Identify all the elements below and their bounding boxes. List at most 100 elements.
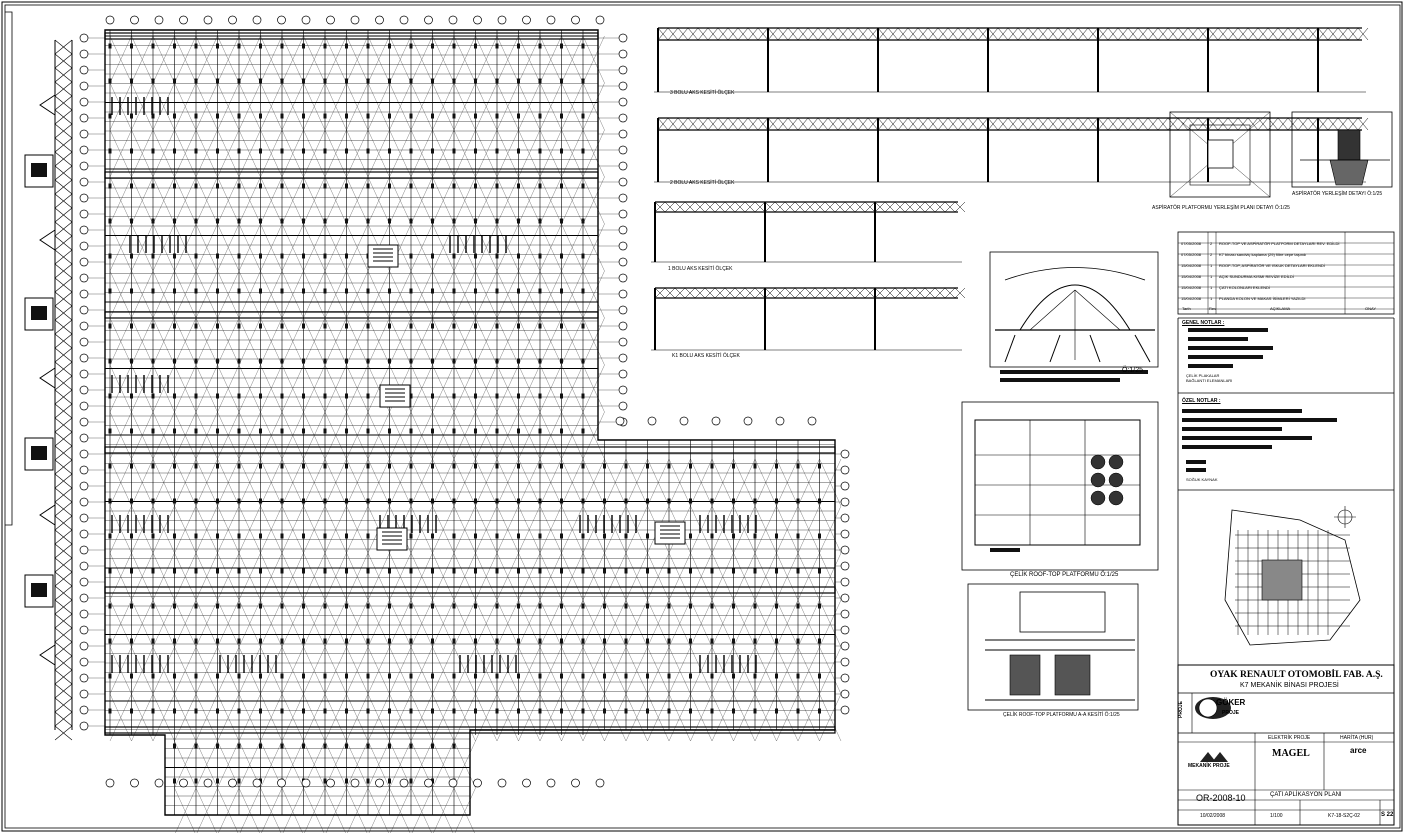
column-marker: [560, 603, 563, 609]
axis-bubble: [228, 778, 237, 788]
axis-bubble: [743, 416, 753, 426]
plan-brace: [367, 458, 390, 507]
column-marker: [495, 78, 499, 84]
note-line: [1182, 436, 1312, 440]
section-2-web: [1347, 117, 1359, 131]
column-marker: [259, 43, 262, 49]
section-2-web: [697, 117, 709, 131]
section-1-web: [924, 201, 936, 213]
column-marker: [108, 148, 112, 154]
section-2-web: [1097, 117, 1109, 131]
section-3-web: [897, 27, 909, 41]
column-marker: [366, 673, 370, 679]
axis-bubble: [399, 15, 409, 25]
column-marker: [517, 393, 520, 399]
column-marker: [796, 673, 800, 679]
axis-bubble: [424, 15, 433, 25]
section-2-web: [947, 117, 959, 131]
plan-brace: [711, 599, 734, 648]
section-k1-web: [654, 287, 666, 299]
column-marker: [495, 428, 499, 434]
column-marker: [216, 43, 219, 49]
plan-brace: [819, 599, 842, 648]
plan-brace: [582, 129, 605, 178]
section-3-web: [987, 27, 999, 41]
axis-bubble: [618, 81, 628, 91]
column-marker: [388, 568, 391, 574]
section-3-web: [1357, 27, 1369, 41]
revision-date: 15/04/2008: [1181, 274, 1202, 279]
plan-brace: [604, 552, 627, 601]
section-3-web: [877, 27, 889, 41]
section-2-web: [1337, 117, 1349, 131]
column-marker: [173, 568, 176, 574]
column-marker: [280, 743, 284, 749]
column-marker: [818, 673, 821, 679]
plan-brace: [668, 458, 691, 507]
plan-brace: [754, 646, 777, 695]
column-marker: [495, 393, 499, 399]
section-k1-web: [884, 287, 896, 299]
plan-brace: [174, 270, 197, 319]
plan-brace: [281, 176, 304, 225]
column-marker: [495, 533, 499, 539]
section-2-web: [1297, 117, 1309, 131]
column-marker: [366, 218, 370, 224]
axis-bubble: [424, 778, 433, 788]
column-marker: [624, 638, 628, 644]
column-marker: [431, 78, 434, 84]
column-marker: [409, 253, 413, 259]
axis-bubble: [79, 289, 89, 299]
axis-bubble: [618, 353, 628, 363]
plan-brace: [238, 317, 261, 366]
axis-bubble: [840, 561, 850, 571]
section-k1-web: [804, 287, 816, 299]
axis-bubble: [618, 401, 628, 411]
plan-brace: [797, 552, 820, 601]
plan-brace: [518, 364, 541, 413]
plan-brace: [496, 129, 519, 178]
plan-brace: [561, 364, 584, 413]
plan-brace: [195, 458, 218, 507]
axis-bubble: [399, 778, 409, 788]
plan-brace: [733, 505, 756, 554]
plan-brace: [152, 270, 175, 319]
roof-plan-grid: [104, 30, 842, 836]
revision-date: 15/04/2008: [1181, 285, 1202, 290]
fan-unit: [1108, 454, 1124, 470]
column-marker: [323, 463, 327, 469]
rooftop-plan-label: ÇELİK ROOF-TOP PLATFORMU Ö:1/25: [1010, 572, 1119, 578]
axis-bubble: [618, 33, 628, 43]
column-marker: [302, 43, 305, 49]
column-marker: [194, 708, 198, 714]
column-marker: [108, 323, 112, 329]
column-marker: [431, 568, 434, 574]
plan-brace: [152, 599, 175, 648]
section-3-web: [1067, 27, 1079, 41]
plan-brace: [453, 552, 476, 601]
column-marker: [409, 428, 413, 434]
axis-bubble: [326, 15, 335, 25]
column-marker: [323, 288, 327, 294]
column-marker: [689, 498, 692, 504]
column-marker: [409, 638, 413, 644]
column-marker: [280, 463, 284, 469]
plan-brace: [346, 317, 369, 366]
note-line: [1186, 460, 1206, 464]
plan-brace: [432, 270, 455, 319]
plan-brace: [776, 693, 799, 742]
plan-brace: [324, 317, 347, 366]
column-marker: [538, 323, 542, 329]
axis-bubble: [618, 129, 628, 139]
column-marker: [495, 358, 499, 364]
axis-bubble: [546, 15, 556, 25]
plan-brace: [260, 176, 283, 225]
plan-brace: [324, 82, 347, 131]
plan-brace: [367, 646, 390, 695]
truss-support: [39, 644, 56, 666]
plan-brace: [453, 599, 476, 648]
section-2-web: [1117, 117, 1129, 131]
plan-brace: [174, 740, 197, 789]
column-marker: [581, 323, 585, 329]
